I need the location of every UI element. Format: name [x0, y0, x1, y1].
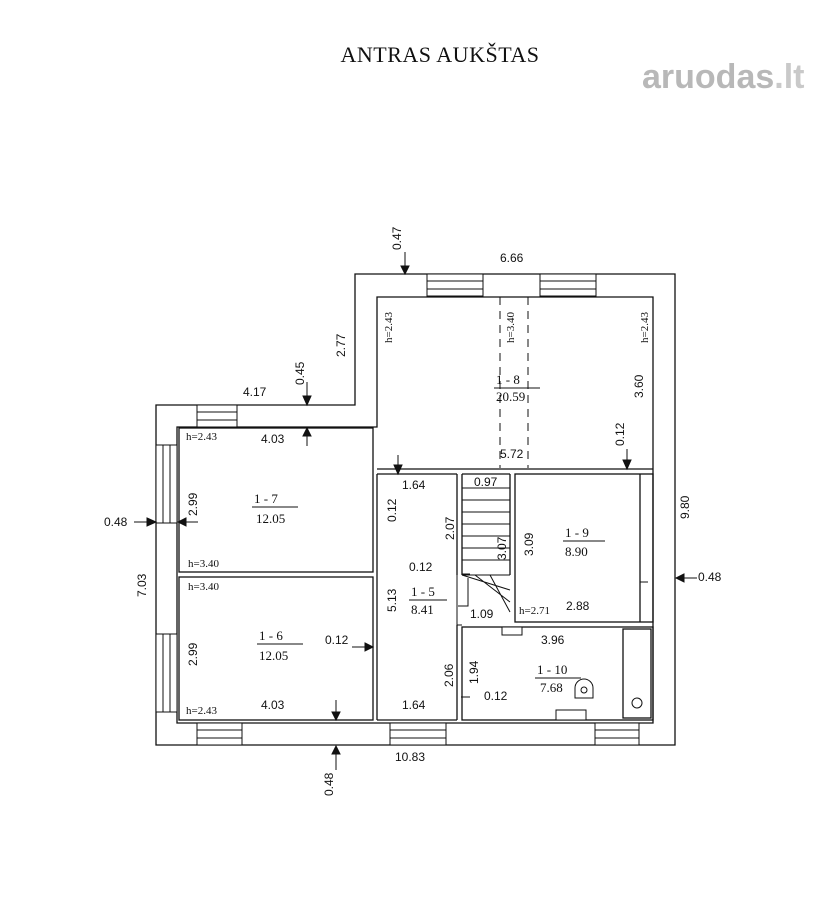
- inner-wall: [176, 296, 654, 724]
- dimension-label: 1.64: [402, 698, 426, 712]
- room-labels: 1 - 8 20.59 1 - 7 12.05 1 - 6 12.05 1 - …: [252, 372, 605, 695]
- walls: [155, 273, 676, 746]
- dimension-label: 0.97: [474, 475, 498, 489]
- dimension-label: 2.06: [442, 663, 456, 687]
- bathroom-fixtures: [501, 626, 643, 721]
- room-id-1-6: 1 - 6: [259, 628, 283, 643]
- logo-text: aruodas: [642, 58, 775, 96]
- dimension-label: 10.83: [395, 750, 425, 764]
- window: [196, 404, 238, 428]
- plan-title: ANTRAS AUKŠTAS: [340, 42, 540, 67]
- dimension-label: 0.48: [104, 515, 128, 529]
- window: [196, 722, 243, 746]
- dimension-label: 1.09: [470, 607, 494, 621]
- window: [594, 722, 640, 746]
- room-1-9-outline: [514, 473, 654, 623]
- height-label: h=2.71: [519, 605, 550, 617]
- window: [426, 273, 484, 297]
- dimension-labels: 6.66 0.47 2.77 0.45 4.17 4.03 2.99 4.03 …: [104, 226, 722, 796]
- room-id-1-7: 1 - 7: [254, 491, 278, 506]
- drain: [631, 697, 643, 709]
- dimension-label: 1.64: [402, 478, 426, 492]
- dimension-label: 6.66: [500, 251, 524, 265]
- room-area-1-8: 20.59: [496, 389, 525, 404]
- dimension-label: 5.72: [500, 447, 524, 461]
- room-area-1-9: 8.90: [565, 544, 588, 559]
- dimension-label: 0.48: [322, 772, 336, 796]
- dimension-label: 9.80: [678, 495, 692, 519]
- ceiling-heights: h=2.43 h=3.40 h=2.43 h=2.43 h=3.40 h=3.4…: [186, 312, 651, 717]
- dimension-label: 0.45: [293, 361, 307, 385]
- dimension-label: 0.12: [325, 633, 349, 647]
- room-id-1-10: 1 - 10: [537, 662, 567, 677]
- dimension-label: 4.03: [261, 432, 285, 446]
- dimension-label: 2.88: [566, 599, 590, 613]
- outer-wall: [155, 273, 676, 746]
- dimension-arrows: [134, 252, 697, 770]
- staircase: [456, 487, 511, 626]
- room-area-1-7: 12.05: [256, 511, 285, 526]
- dimension-label: 2.07: [443, 516, 457, 540]
- dimension-label: 3.07: [495, 536, 509, 560]
- height-label: h=2.43: [186, 431, 217, 443]
- room-area-1-6: 12.05: [259, 648, 288, 663]
- dimension-label: 0.12: [613, 422, 627, 446]
- dimension-label: 0.12: [484, 689, 508, 703]
- dimension-label: 3.96: [541, 633, 565, 647]
- dimension-label: 7.03: [135, 573, 149, 597]
- dimension-label: 4.17: [243, 385, 267, 399]
- sink: [501, 626, 523, 636]
- dimension-label: 0.12: [409, 560, 433, 574]
- dimension-label: 3.09: [522, 532, 536, 556]
- room-1-7-outline: [178, 427, 374, 573]
- height-label: h=3.40: [505, 312, 517, 343]
- dimension-label: 0.12: [385, 498, 399, 522]
- height-label: h=3.40: [188, 581, 219, 593]
- windows: [155, 273, 640, 746]
- window: [389, 722, 447, 746]
- room-id-1-5: 1 - 5: [411, 584, 435, 599]
- dimension-label: 0.47: [390, 226, 404, 250]
- logo-tld: .lt: [774, 58, 805, 96]
- height-label: h=2.43: [639, 312, 651, 343]
- height-label: h=2.43: [186, 705, 217, 717]
- window: [155, 444, 178, 524]
- dimension-label: 2.77: [334, 333, 348, 357]
- dimension-label: 3.60: [632, 374, 646, 398]
- window: [539, 273, 597, 297]
- room-area-1-10: 7.68: [540, 680, 563, 695]
- bathtub: [622, 628, 652, 719]
- aruodas-logo: aruodas.lt: [642, 58, 822, 98]
- dimension-label: 5.13: [385, 588, 399, 612]
- room-area-1-5: 8.41: [411, 602, 434, 617]
- dimension-label: 0.48: [698, 570, 722, 584]
- dimension-label: 2.99: [186, 492, 200, 516]
- room-id-1-9: 1 - 9: [565, 525, 589, 540]
- ceiling-lines: [499, 297, 529, 468]
- room-id-1-8: 1 - 8: [496, 372, 520, 387]
- height-label: h=3.40: [188, 558, 219, 570]
- dimension-label: 1.94: [467, 660, 481, 684]
- height-label: h=2.43: [383, 312, 395, 343]
- window: [155, 633, 178, 713]
- dimension-label: 2.99: [186, 642, 200, 666]
- room-1-6-outline: [178, 576, 374, 721]
- dimension-label: 4.03: [261, 698, 285, 712]
